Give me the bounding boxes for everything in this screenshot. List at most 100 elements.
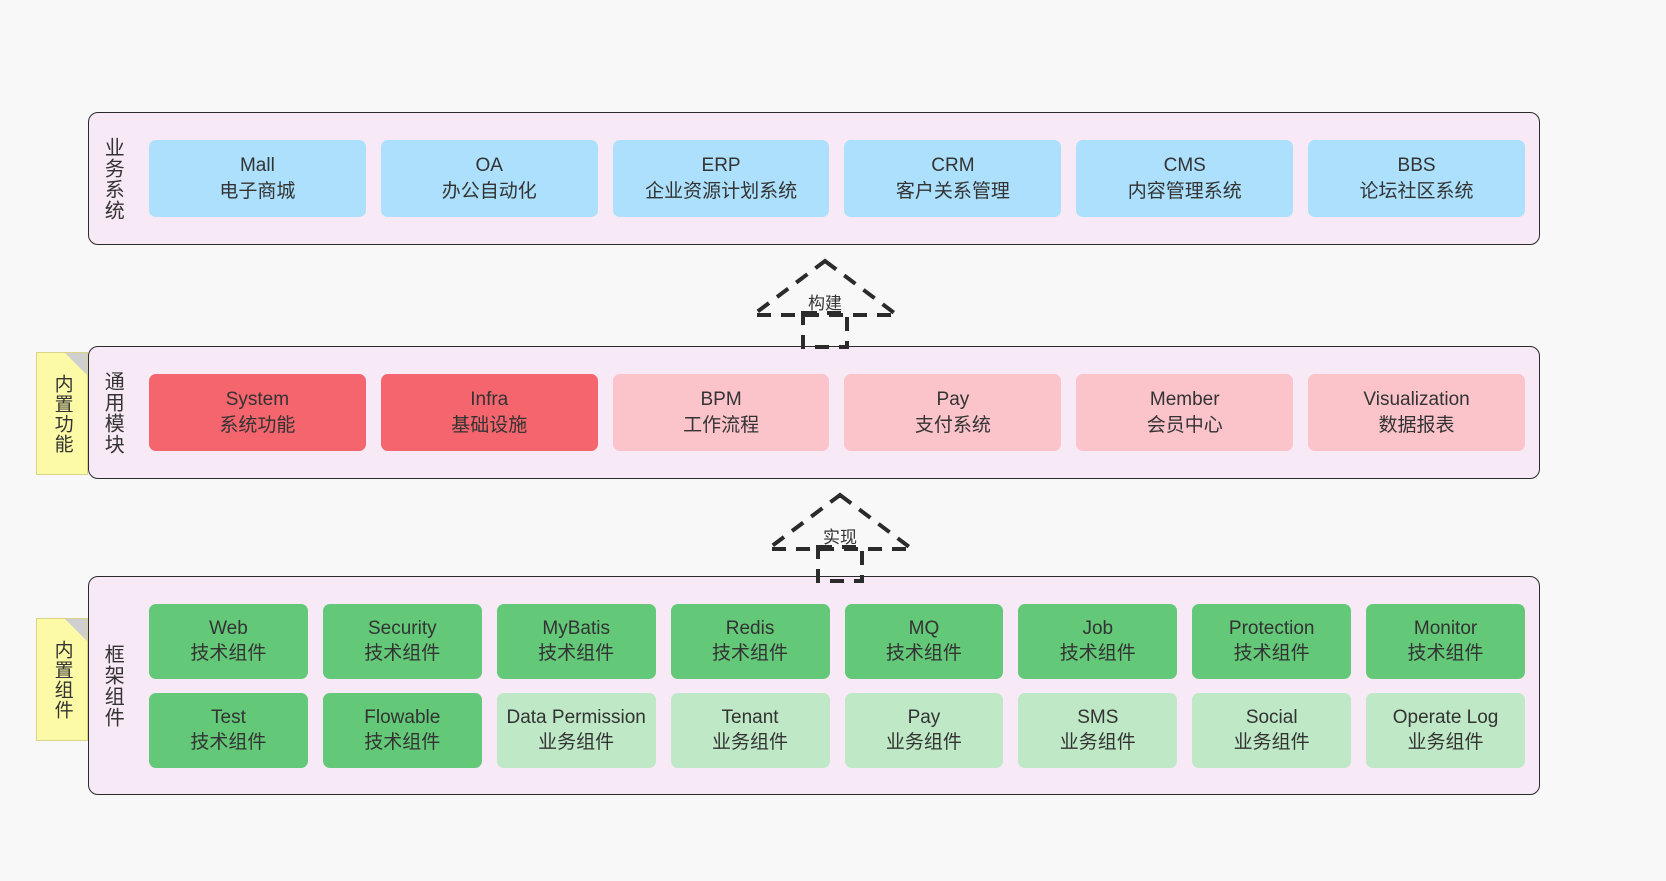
- card-title-cn: 支付系统: [914, 414, 991, 436]
- card-title-en: Data Permission: [506, 706, 646, 728]
- framework-card-security[interactable]: Security 技术组件: [322, 603, 482, 679]
- card-title-cn: 会员中心: [1146, 414, 1223, 436]
- layer-business-systems-title: 业务系统: [101, 136, 124, 221]
- card-title-cn: 客户关系管理: [895, 180, 1010, 202]
- card-title-cn: 技术组件: [1407, 643, 1484, 664]
- card-title-en: Pay: [907, 706, 941, 728]
- card-title-cn: 技术组件: [190, 732, 267, 753]
- note-fold-corner-icon: [65, 619, 87, 641]
- connector-label-implement: 实现: [823, 528, 857, 547]
- card-title-cn: 业务组件: [1407, 732, 1484, 753]
- framework-card-redis[interactable]: Redis 技术组件: [670, 603, 830, 679]
- card-title-en: Test: [211, 706, 246, 728]
- card-title-cn: 技术组件: [885, 643, 962, 664]
- card-title-en: Member: [1149, 389, 1220, 411]
- card-title-en: Flowable: [364, 706, 441, 728]
- business-card-bbs[interactable]: BBS 论坛社区系统: [1308, 140, 1525, 217]
- card-title-en: ERP: [701, 155, 741, 177]
- card-title-en: Web: [209, 617, 248, 639]
- card-title-en: CRM: [931, 155, 975, 177]
- card-title-en: BPM: [700, 389, 742, 411]
- layer-business-systems-body: Mall 电子商城 OA 办公自动化 ERP 企业资源计划系统 CRM 客户关系管理 CMS 内容…: [135, 113, 1539, 244]
- card-title-cn: 业务组件: [712, 732, 789, 753]
- card-title-cn: 技术组件: [1233, 643, 1310, 664]
- layer-framework-components-title: 框架组件: [101, 643, 124, 728]
- framework-card-social[interactable]: Social 业务组件: [1192, 692, 1352, 768]
- card-title-cn: 办公自动化: [441, 180, 537, 202]
- business-card-oa[interactable]: OA 办公自动化: [380, 140, 598, 217]
- framework-card-test[interactable]: Test 技术组件: [149, 692, 308, 768]
- card-title-en: Social: [1245, 706, 1298, 728]
- framework-card-mq[interactable]: MQ 技术组件: [844, 603, 1004, 679]
- common-card-member[interactable]: Member 会员中心: [1076, 374, 1294, 451]
- card-title-en: BBS: [1397, 155, 1436, 177]
- card-title-cn: 企业资源计划系统: [645, 180, 798, 202]
- business-card-mall[interactable]: Mall 电子商城: [149, 140, 366, 217]
- card-title-en: MyBatis: [542, 617, 610, 639]
- card-title-cn: 业务组件: [1059, 732, 1136, 753]
- card-title-cn: 技术组件: [538, 643, 615, 664]
- card-title-en: SMS: [1077, 706, 1119, 728]
- framework-card-mybatis[interactable]: MyBatis 技术组件: [496, 603, 656, 679]
- card-title-en: Infra: [470, 389, 509, 411]
- common-card-infra[interactable]: Infra 基础设施: [380, 374, 598, 451]
- card-title-en: Visualization: [1363, 389, 1470, 411]
- business-systems-row: Mall 电子商城 OA 办公自动化 ERP 企业资源计划系统 CRM 客户关系管理 CMS 内容…: [149, 140, 1525, 217]
- card-title-cn: 电子商城: [219, 180, 296, 202]
- card-title-cn: 技术组件: [712, 643, 789, 664]
- layer-business-systems: 业务系统 Mall 电子商城 OA 办公自动化 ERP 企业资源计划系统 CRM 客户关系管理…: [88, 112, 1540, 245]
- common-card-bpm[interactable]: BPM 工作流程: [612, 374, 830, 451]
- card-title-en: Redis: [725, 617, 775, 639]
- note-builtin-components-label: 内置组件: [51, 639, 73, 720]
- framework-card-pay[interactable]: Pay 业务组件: [844, 692, 1004, 768]
- business-card-crm[interactable]: CRM 客户关系管理: [844, 140, 1062, 217]
- framework-card-sms[interactable]: SMS 业务组件: [1018, 692, 1178, 768]
- card-title-en: MQ: [908, 617, 940, 639]
- card-title-en: Operate Log: [1392, 706, 1499, 728]
- layer-common-modules-title: 通用模块: [101, 370, 124, 455]
- framework-card-data-permission[interactable]: Data Permission 业务组件: [496, 692, 656, 768]
- card-title-cn: 工作流程: [683, 414, 760, 436]
- card-title-cn: 基础设施: [451, 414, 528, 436]
- common-card-visualization[interactable]: Visualization 数据报表: [1308, 374, 1525, 451]
- card-title-cn: 技术组件: [364, 643, 441, 664]
- business-card-erp[interactable]: ERP 企业资源计划系统: [612, 140, 830, 217]
- business-card-cms[interactable]: CMS 内容管理系统: [1076, 140, 1294, 217]
- card-title-cn: 业务组件: [885, 732, 962, 753]
- card-title-cn: 数据报表: [1378, 414, 1455, 436]
- connector-realization-build: 构建: [745, 255, 905, 349]
- common-card-pay[interactable]: Pay 支付系统: [844, 374, 1062, 451]
- realization-arrow-icon: [762, 492, 918, 583]
- realization-arrow-icon: [747, 258, 903, 349]
- card-title-cn: 论坛社区系统: [1359, 180, 1474, 202]
- note-builtin-components: 内置组件: [36, 618, 88, 741]
- connector-realization-implement: 实现: [760, 489, 920, 583]
- framework-card-operate-log[interactable]: Operate Log 业务组件: [1366, 692, 1525, 768]
- card-title-en: Pay: [936, 389, 970, 411]
- card-title-en: Mall: [239, 155, 275, 177]
- note-fold-corner-icon: [65, 353, 87, 375]
- card-title-cn: 业务组件: [1233, 732, 1310, 753]
- note-builtin-features: 内置功能: [36, 352, 88, 475]
- card-title-en: Security: [367, 617, 437, 639]
- card-title-en: OA: [475, 155, 503, 177]
- card-title-en: CMS: [1163, 155, 1206, 177]
- card-title-cn: 内容管理系统: [1127, 180, 1242, 202]
- card-title-cn: 系统功能: [219, 414, 296, 436]
- connector-label-build: 构建: [808, 294, 842, 313]
- card-title-cn: 业务组件: [538, 732, 615, 753]
